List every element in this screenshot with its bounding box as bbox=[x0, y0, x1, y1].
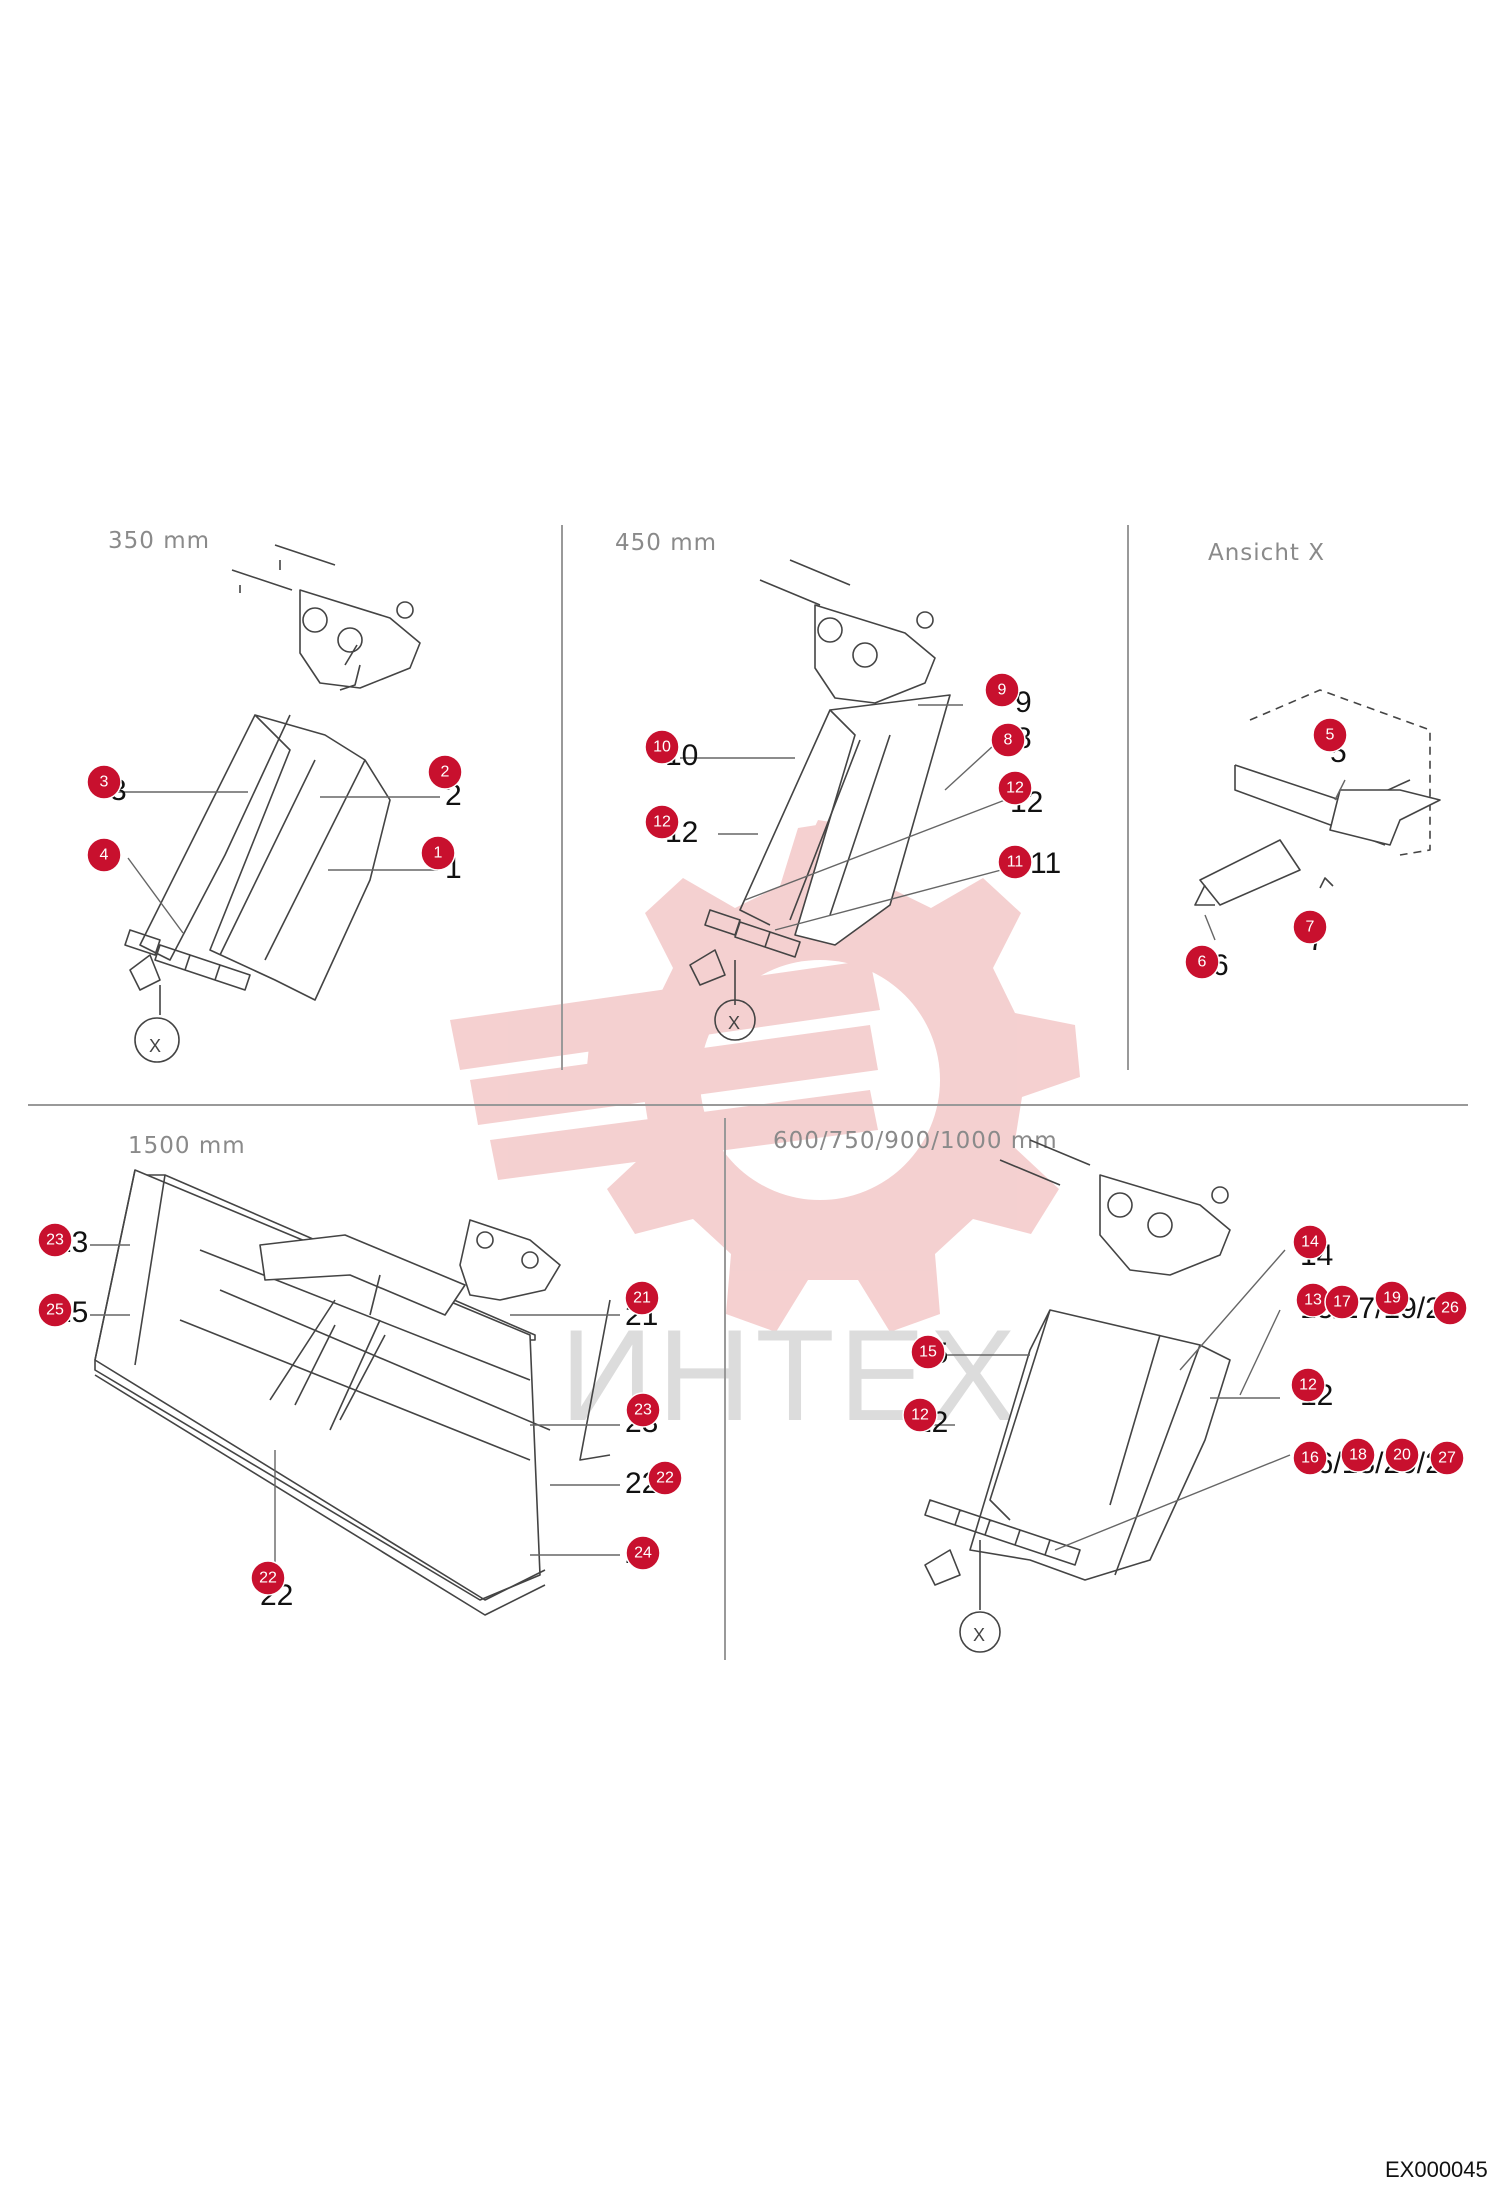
svg-text:18: 18 bbox=[1349, 1447, 1367, 1464]
callout-badge[interactable]: 12 bbox=[1290, 1367, 1326, 1403]
section-450-label: 450 mm bbox=[615, 530, 717, 556]
callout-badge[interactable]: 12 bbox=[644, 804, 680, 840]
svg-text:17: 17 bbox=[1333, 1294, 1351, 1311]
callout-badge[interactable]: 22 bbox=[250, 1560, 286, 1596]
callout-badge[interactable]: 19 bbox=[1374, 1280, 1410, 1316]
callout-badge[interactable]: 22 bbox=[647, 1460, 683, 1496]
svg-text:12: 12 bbox=[1006, 780, 1024, 797]
part-number: 11 bbox=[1030, 847, 1061, 880]
callout-badge[interactable]: 24 bbox=[625, 1535, 661, 1571]
callout-badge[interactable]: 13 bbox=[1295, 1282, 1331, 1318]
callout-badge[interactable]: 18 bbox=[1340, 1437, 1376, 1473]
part-numbers: 1 2 3 5 6 7 8 9 10 12 12 11 23 25 21 23 … bbox=[55, 686, 1458, 1612]
callout-badge[interactable]: 4 bbox=[86, 837, 122, 873]
svg-text:12: 12 bbox=[911, 1407, 929, 1424]
svg-text:6: 6 bbox=[1198, 954, 1207, 971]
callout-badges: 1 2 3 4 5 6 7 8 9 10 11 12 12 12 12 13 1… bbox=[37, 672, 1468, 1596]
svg-text:3: 3 bbox=[100, 774, 109, 791]
view-x-marker: X bbox=[973, 1625, 985, 1645]
callout-badge[interactable]: 27 bbox=[1429, 1440, 1465, 1476]
svg-text:15: 15 bbox=[919, 1344, 937, 1361]
section-600-label: 600/750/900/1000 mm bbox=[773, 1128, 1058, 1154]
callout-badge[interactable]: 7 bbox=[1292, 909, 1328, 945]
callout-badge[interactable]: 17 bbox=[1324, 1284, 1360, 1320]
svg-text:26: 26 bbox=[1441, 1300, 1459, 1317]
svg-text:20: 20 bbox=[1393, 1447, 1411, 1464]
svg-text:24: 24 bbox=[634, 1545, 652, 1562]
callout-badge[interactable]: 23 bbox=[625, 1392, 661, 1428]
callout-badge[interactable]: 11 bbox=[997, 844, 1033, 880]
svg-text:16: 16 bbox=[1301, 1450, 1319, 1467]
view-x-marker: X bbox=[149, 1036, 161, 1056]
bucket-600-drawing bbox=[924, 1139, 1231, 1653]
svg-text:7: 7 bbox=[1306, 919, 1315, 936]
callout-badge[interactable]: 10 bbox=[644, 729, 680, 765]
document-code: EX000045 bbox=[1385, 2157, 1488, 2182]
svg-text:12: 12 bbox=[653, 814, 671, 831]
svg-text:9: 9 bbox=[998, 682, 1007, 699]
callout-badge[interactable]: 26 bbox=[1432, 1290, 1468, 1326]
svg-text:11: 11 bbox=[1007, 854, 1024, 871]
callout-badge[interactable]: 5 bbox=[1312, 717, 1348, 753]
view-x-marker: X bbox=[728, 1013, 740, 1033]
section-350-label: 350 mm bbox=[108, 528, 210, 554]
callout-badge[interactable]: 6 bbox=[1184, 944, 1220, 980]
svg-text:12: 12 bbox=[1299, 1377, 1317, 1394]
watermark-gear-icon bbox=[450, 820, 1080, 1332]
callout-badge[interactable]: 16 bbox=[1292, 1440, 1328, 1476]
tooth-detail-drawing bbox=[1194, 689, 1441, 906]
bucket-350-drawing bbox=[124, 544, 421, 1063]
svg-text:21: 21 bbox=[633, 1290, 651, 1307]
svg-text:2: 2 bbox=[441, 764, 450, 781]
callout-badge[interactable]: 15 bbox=[910, 1334, 946, 1370]
callout-badge[interactable]: 21 bbox=[624, 1280, 660, 1316]
svg-text:23: 23 bbox=[634, 1402, 652, 1419]
svg-text:13: 13 bbox=[1304, 1292, 1322, 1309]
callout-badge[interactable]: 12 bbox=[997, 770, 1033, 806]
callout-badge[interactable]: 8 bbox=[990, 722, 1026, 758]
section-ansicht-label: Ansicht X bbox=[1208, 540, 1325, 566]
svg-text:5: 5 bbox=[1326, 727, 1335, 744]
svg-text:27: 27 bbox=[1438, 1450, 1456, 1467]
svg-text:22: 22 bbox=[259, 1570, 277, 1587]
svg-text:22: 22 bbox=[656, 1470, 674, 1487]
callout-badge[interactable]: 2 bbox=[427, 754, 463, 790]
callout-badge[interactable]: 23 bbox=[37, 1222, 73, 1258]
svg-text:25: 25 bbox=[46, 1302, 64, 1319]
svg-text:8: 8 bbox=[1004, 732, 1013, 749]
bucket-1500-drawing bbox=[94, 1169, 611, 1616]
svg-text:1: 1 bbox=[434, 845, 443, 862]
svg-text:14: 14 bbox=[1301, 1234, 1319, 1251]
callout-badge[interactable]: 20 bbox=[1384, 1437, 1420, 1473]
svg-text:23: 23 bbox=[46, 1232, 64, 1249]
callout-badge[interactable]: 25 bbox=[37, 1292, 73, 1328]
svg-text:10: 10 bbox=[653, 739, 671, 756]
callout-badge[interactable]: 12 bbox=[902, 1397, 938, 1433]
svg-text:4: 4 bbox=[100, 847, 109, 864]
svg-text:19: 19 bbox=[1383, 1290, 1401, 1307]
callout-badge[interactable]: 3 bbox=[86, 764, 122, 800]
callout-badge[interactable]: 9 bbox=[984, 672, 1020, 708]
bucket-450-drawing bbox=[689, 559, 951, 1041]
callout-badge[interactable]: 1 bbox=[420, 835, 456, 871]
callout-badge[interactable]: 14 bbox=[1292, 1224, 1328, 1260]
section-1500-label: 1500 mm bbox=[128, 1133, 246, 1159]
